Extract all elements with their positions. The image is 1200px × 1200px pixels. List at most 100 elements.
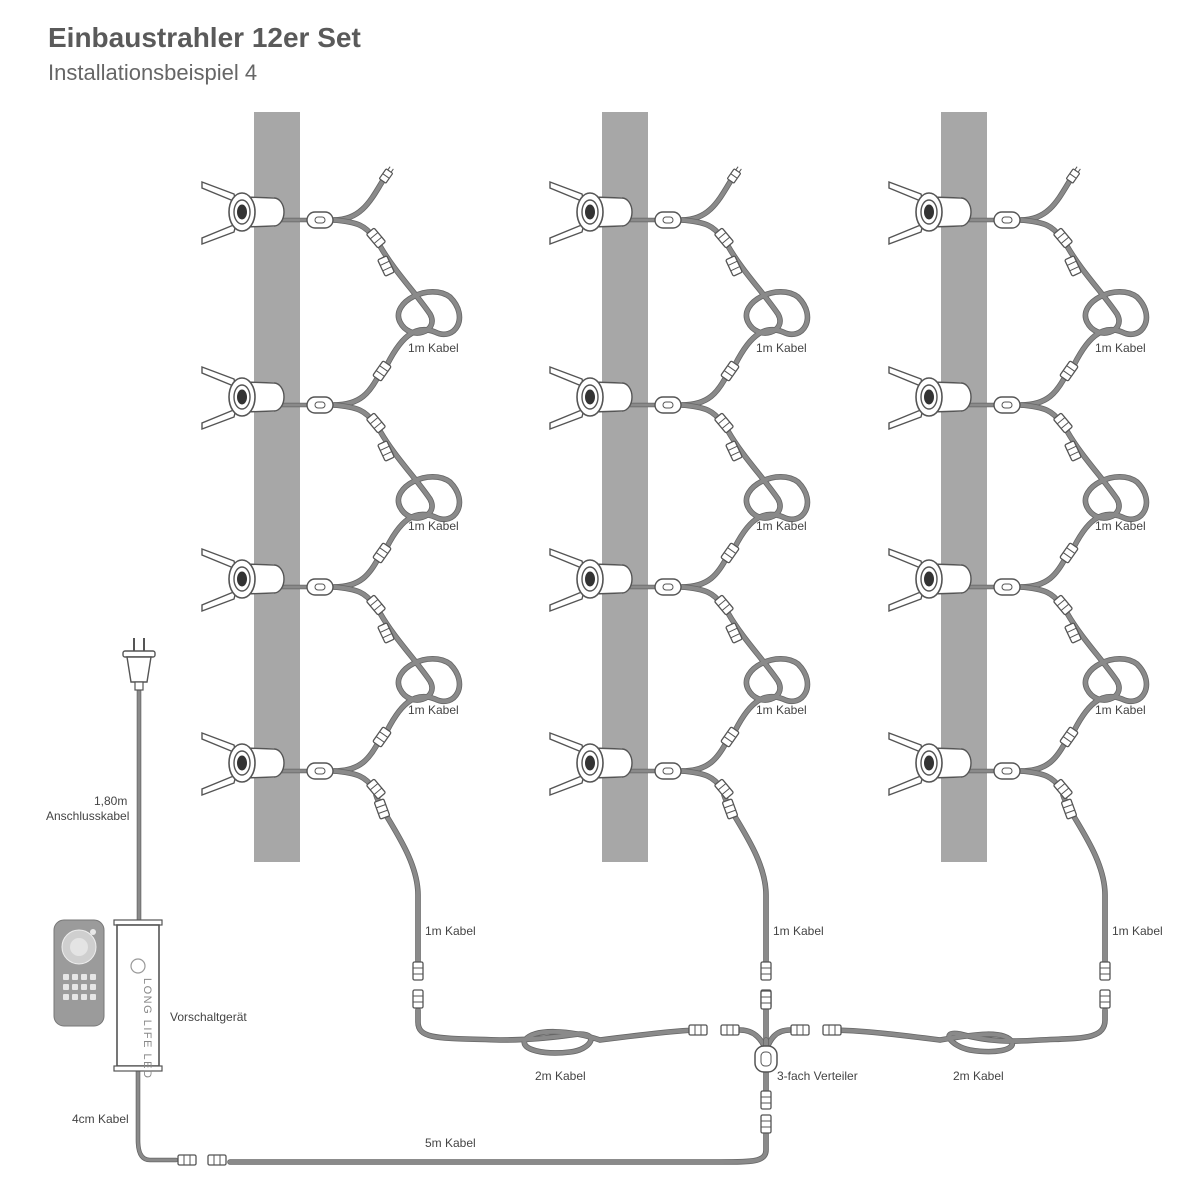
cable-connector — [372, 360, 392, 382]
cable — [378, 244, 462, 373]
wood-beam — [602, 112, 648, 862]
cable-connector — [760, 990, 772, 1010]
distributor-box — [654, 211, 682, 229]
cable-connector — [377, 440, 395, 462]
cable — [726, 611, 810, 739]
distributor-box — [306, 211, 334, 229]
cable-label-5m: 5m Kabel — [425, 1136, 476, 1150]
cable-connector — [1064, 622, 1082, 644]
cable-connector — [720, 726, 740, 748]
remote-button — [81, 974, 87, 980]
cable-connector — [1059, 360, 1079, 382]
cable-label-1m: 1m Kabel — [1095, 703, 1146, 717]
remote-button — [90, 974, 96, 980]
cable — [378, 429, 462, 555]
cable-label-1m: 1m Kabel — [1112, 924, 1163, 938]
distributor-box — [993, 578, 1021, 596]
remote-button — [81, 984, 87, 990]
distributor-box — [654, 762, 682, 780]
cable — [726, 244, 810, 373]
cable-connector — [1064, 440, 1082, 462]
cable-label-1m: 1m Kabel — [408, 341, 459, 355]
cable — [374, 793, 420, 967]
cable-connector — [720, 1024, 740, 1036]
cable-label-1m: 1m Kabel — [1095, 341, 1146, 355]
wood-beam — [254, 112, 300, 862]
cable — [416, 1008, 702, 1055]
cable — [1065, 429, 1149, 555]
cable — [1065, 244, 1149, 373]
distributor-box — [654, 578, 682, 596]
cable-connector — [760, 1114, 772, 1134]
cable-connector — [1064, 255, 1082, 277]
cable — [1065, 611, 1149, 739]
distributor-box — [306, 396, 334, 414]
cable-connector — [720, 360, 740, 382]
cable-connector — [412, 961, 424, 981]
cable — [1061, 793, 1107, 967]
cable — [332, 180, 384, 222]
cable-connector — [725, 622, 743, 644]
distributor-box — [306, 578, 334, 596]
remote-button — [90, 984, 96, 990]
cable — [136, 1069, 178, 1162]
cable-connector — [725, 440, 743, 462]
cable — [680, 180, 732, 222]
cable-label-2m: 2m Kabel — [535, 1069, 586, 1083]
cable-connector — [373, 798, 391, 820]
cable-label-2m: 2m Kabel — [953, 1069, 1004, 1083]
cable-connector — [372, 542, 392, 564]
cable-connector — [720, 542, 740, 564]
remote-button — [63, 984, 69, 990]
splitter-label: 3-fach Verteiler — [777, 1069, 858, 1083]
power-plug — [122, 638, 156, 691]
diagram-title: Einbaustrahler 12er Set — [48, 22, 361, 53]
end-cap-connector — [1065, 164, 1083, 184]
cable-connector — [377, 622, 395, 644]
cable-connector — [721, 798, 739, 820]
cable-connector — [1059, 726, 1079, 748]
distributor-box — [993, 396, 1021, 414]
cable-label-1m: 1m Kabel — [408, 703, 459, 717]
remote-button — [72, 984, 78, 990]
connection-cable-label: Anschlusskabel — [46, 809, 129, 823]
cable-connector — [1060, 798, 1078, 820]
distributor-box — [654, 396, 682, 414]
cable-connector — [372, 726, 392, 748]
wood-beam — [941, 112, 987, 862]
remote-button — [72, 994, 78, 1000]
cable — [1019, 180, 1071, 222]
driver-label: Vorschaltgerät — [170, 1010, 247, 1024]
brand-logo-text: LONG LIFE LED — [141, 978, 153, 1079]
cable-connector — [790, 1024, 810, 1036]
cable — [228, 1132, 768, 1164]
cable-label-1m: 1m Kabel — [756, 703, 807, 717]
cable-connector — [1059, 542, 1079, 564]
driver-unit: LONG LIFE LED — [113, 919, 163, 1079]
cable — [378, 611, 462, 739]
cable-label-1m: 1m Kabel — [408, 519, 459, 533]
cable-connector — [760, 961, 772, 981]
cable — [722, 793, 768, 967]
connection-length-label: 1,80m — [94, 794, 127, 808]
cable-connector — [822, 1024, 842, 1036]
cable-connector — [1099, 989, 1111, 1009]
remote-button — [90, 994, 96, 1000]
distributor-box — [306, 762, 334, 780]
cable-connector — [1099, 961, 1111, 981]
remote-button — [63, 994, 69, 1000]
remote-button — [72, 974, 78, 980]
cable-connector — [725, 255, 743, 277]
remote-control — [53, 919, 105, 1027]
remote-button — [81, 994, 87, 1000]
distributor-box — [993, 762, 1021, 780]
splitter-3way — [754, 1045, 778, 1073]
cable — [726, 429, 810, 555]
remote-button — [63, 974, 69, 980]
distributor-box — [993, 211, 1021, 229]
cable-connector — [207, 1154, 227, 1166]
cable-label-1m: 1m Kabel — [1095, 519, 1146, 533]
end-cap-connector — [378, 164, 396, 184]
cable-label-1m: 1m Kabel — [773, 924, 824, 938]
